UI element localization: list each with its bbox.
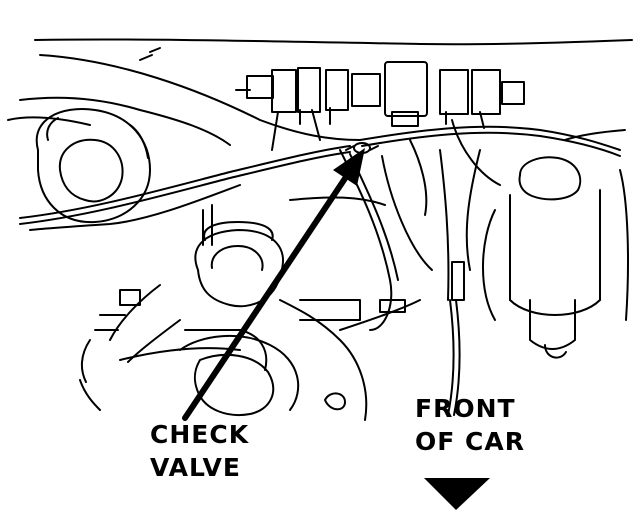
front-of-car-label: FRONT OF CAR [415, 396, 525, 454]
front-of-car-label-line1: FRONT [415, 394, 516, 423]
check-valve-label-line2: VALVE [150, 453, 241, 482]
right-reservoir [465, 149, 629, 359]
front-of-car-label-line2: OF CAR [415, 427, 525, 456]
firewall-outline [7, 38, 633, 231]
strut-tower [35, 108, 151, 224]
pointer-arrow [182, 148, 365, 421]
engine-block [79, 299, 421, 421]
down-arrow-icon [424, 478, 490, 510]
hoses-and-wires [19, 119, 621, 416]
relay-cluster [235, 61, 525, 151]
check-valve-label-line1: CHECK [150, 420, 250, 449]
check-valve-label: CHECK VALVE [150, 422, 249, 480]
